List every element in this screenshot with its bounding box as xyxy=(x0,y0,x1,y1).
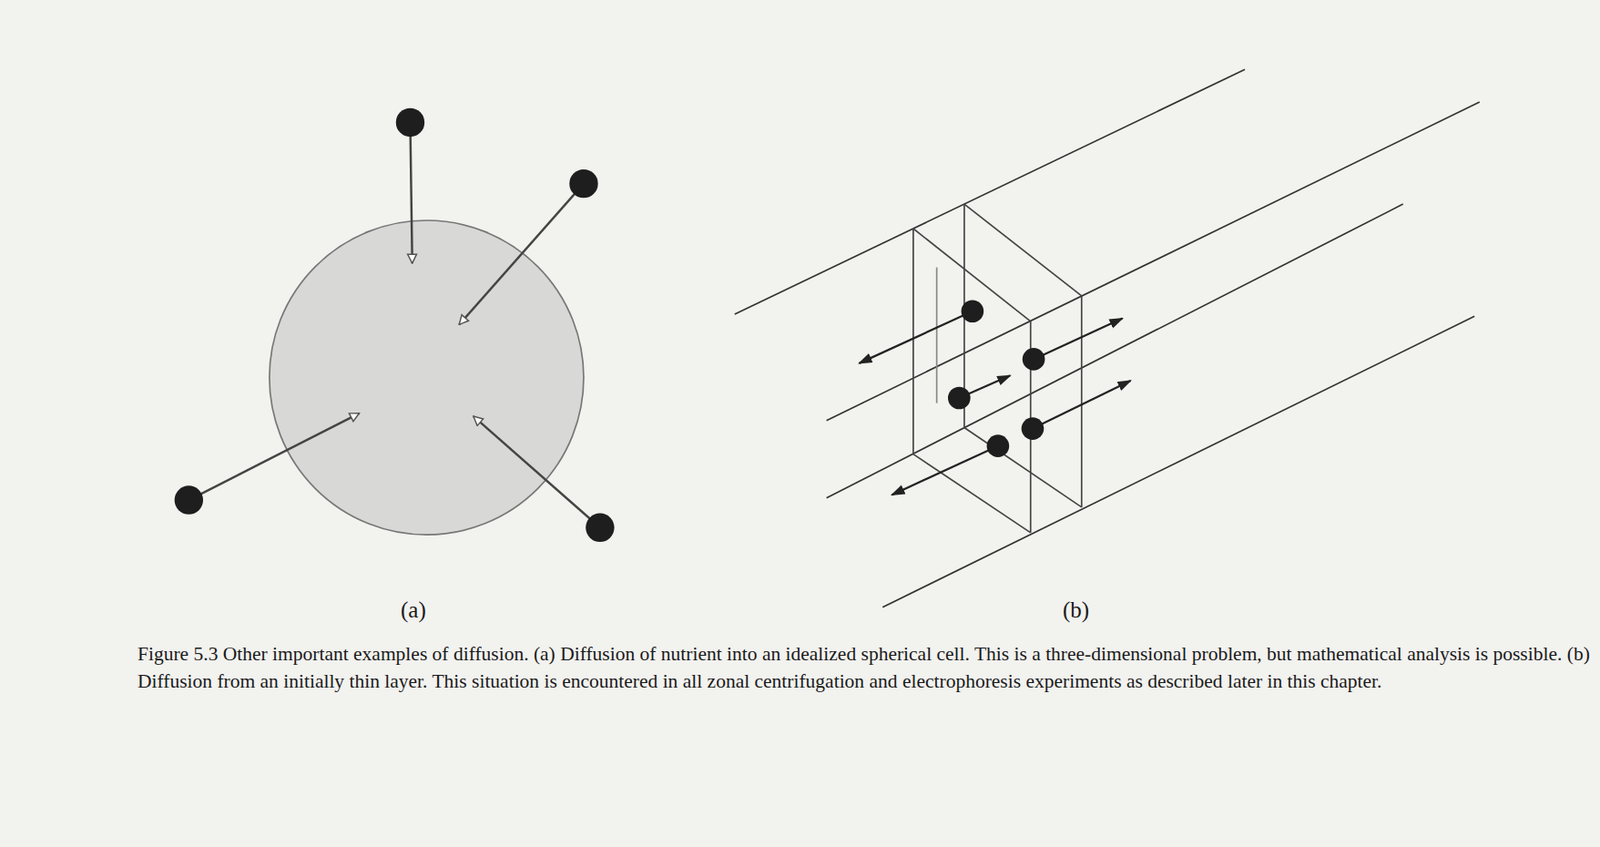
layer-edge xyxy=(1080,295,1083,508)
thin-layer xyxy=(913,203,1082,533)
diffusion-arrow xyxy=(1033,318,1122,360)
layer-edge xyxy=(912,228,915,455)
nutrient-arrow xyxy=(473,416,601,528)
diffusion-arrow xyxy=(1032,380,1132,429)
diffusion-arrow xyxy=(891,446,999,496)
diffusion-arrow xyxy=(858,311,972,364)
nutrient-arrows xyxy=(188,122,601,528)
tube-edge xyxy=(826,101,1480,421)
molecule xyxy=(585,513,614,542)
nutrient-arrow xyxy=(458,183,584,326)
layer-edge xyxy=(964,427,1082,507)
diffusion-arrows xyxy=(858,311,1131,496)
molecule xyxy=(569,169,598,198)
molecule xyxy=(1022,347,1046,371)
molecule xyxy=(961,299,985,323)
molecule xyxy=(174,485,204,514)
nutrient-arrow xyxy=(409,122,412,264)
layer-edge xyxy=(964,203,1082,296)
panel-label: (b) xyxy=(1062,597,1090,623)
panel-label: (a) xyxy=(400,597,427,623)
nutrient-arrow xyxy=(188,413,359,500)
tube-lines xyxy=(734,69,1480,607)
layer-molecules xyxy=(947,299,1045,458)
tube-edge xyxy=(826,203,1404,499)
spherical-cell xyxy=(269,220,584,535)
molecule xyxy=(987,434,1010,458)
layer-inner-edge xyxy=(936,267,938,404)
layer-edge xyxy=(913,454,1031,533)
figure-caption: Figure 5.3 Other important examples of d… xyxy=(137,640,1590,695)
nutrient-molecules xyxy=(174,108,615,542)
molecule xyxy=(1021,417,1045,440)
tube-edge xyxy=(734,69,1245,315)
molecule xyxy=(396,108,425,137)
tube-edge xyxy=(882,315,1475,607)
molecule xyxy=(947,387,971,410)
